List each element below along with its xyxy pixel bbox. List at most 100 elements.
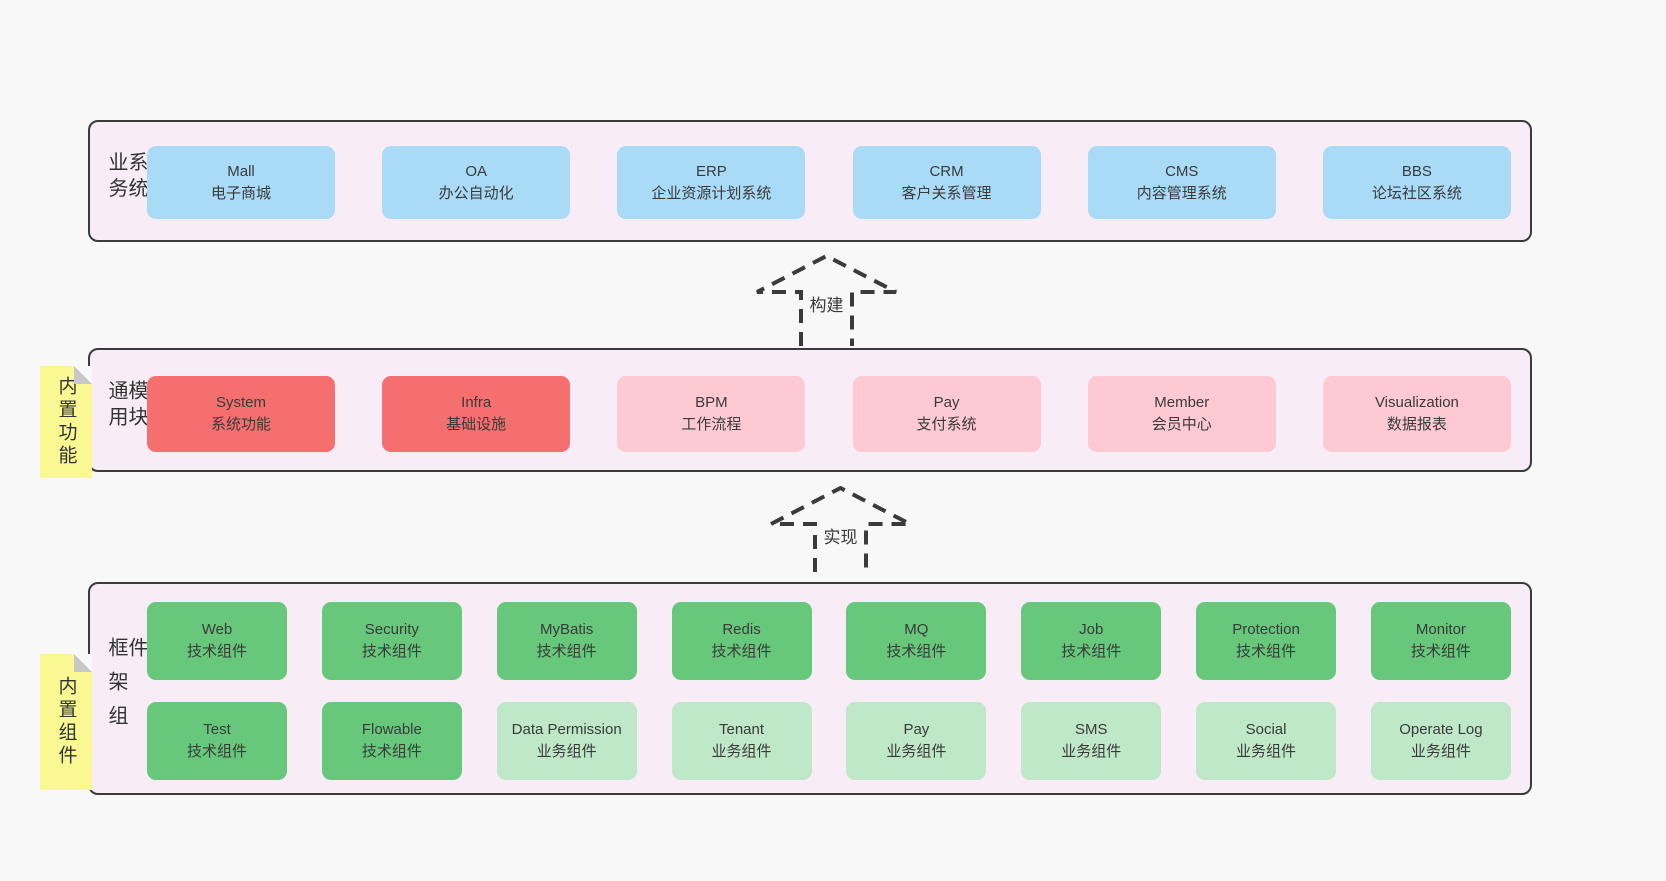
box-desc: 工作流程 <box>681 416 742 433</box>
box-desc: 技术组件 <box>1061 643 1122 660</box>
box-test: Test 技术组件 <box>147 702 287 780</box>
box-name: ERP <box>695 162 727 180</box>
box-bpm: BPM 工作流程 <box>617 376 806 452</box>
box-web: Web 技术组件 <box>147 602 287 680</box>
box-tenant: Tenant 业务组件 <box>671 702 812 780</box>
band-common-modules-label: 通用模块 <box>105 380 147 432</box>
box-name: CRM <box>929 162 964 180</box>
box-mybatis: MyBatis 技术组件 <box>496 602 637 680</box>
box-name: Social <box>1245 721 1287 738</box>
box-name: Job <box>1079 621 1104 638</box>
box-desc: 业务组件 <box>711 743 772 760</box>
box-desc: 业务组件 <box>886 743 947 760</box>
box-mall: Mall 电子商城 <box>147 146 335 219</box>
box-name: BPM <box>695 394 728 411</box>
band-business-systems-label: 业务系统 <box>105 151 147 204</box>
box-name: SMS <box>1074 721 1108 738</box>
band-business-systems: 业务系统 Mall 电子商城 OA 办公自动化 ERP 企业资源计划系统 CRM… <box>88 120 1532 242</box>
box-cms: CMS 内容管理系统 <box>1087 146 1276 219</box>
arrow-implement: 实现 <box>769 486 912 572</box>
box-operate-log: Operate Log 业务组件 <box>1370 702 1511 780</box>
band-common-modules: 通用模块 System 系统功能 Infra 基础设施 BPM 工作流程 Pay… <box>88 348 1532 472</box>
up-arrow-icon <box>756 254 897 346</box>
box-monitor: Monitor 技术组件 <box>1370 602 1511 680</box>
box-desc: 会员中心 <box>1151 416 1212 433</box>
box-name: Infra <box>461 394 492 411</box>
box-pay-component: Pay 业务组件 <box>846 702 987 780</box>
box-name: Operate Log <box>1399 721 1483 738</box>
box-name: Redis <box>722 621 761 638</box>
box-name: Member <box>1154 394 1210 411</box>
box-desc: 支付系统 <box>916 416 977 433</box>
box-desc: 技术组件 <box>361 743 422 760</box>
box-desc: 业务组件 <box>536 743 597 760</box>
note-built-in-components-label: 内置组件 <box>55 676 77 768</box>
arrow-implement-label: 实现 <box>820 522 861 549</box>
box-name: Visualization <box>1374 394 1459 411</box>
folded-corner-icon <box>74 654 92 672</box>
box-pay-system: Pay 支付系统 <box>852 376 1041 452</box>
note-built-in-features-label: 内置功能 <box>55 376 77 468</box>
box-desc: 技术组件 <box>186 743 247 760</box>
box-infra: Infra 基础设施 <box>382 376 571 452</box>
framework-components-row-1: Web 技术组件 Security 技术组件 MyBatis 技术组件 Redi… <box>147 602 1511 680</box>
box-visualization: Visualization 数据报表 <box>1322 376 1511 452</box>
box-desc: 技术组件 <box>361 643 422 660</box>
box-data-permission: Data Permission 业务组件 <box>496 702 637 780</box>
box-social: Social 业务组件 <box>1196 702 1337 780</box>
box-name: OA <box>465 162 488 180</box>
folded-corner-icon <box>74 366 92 384</box>
box-desc: 客户关系管理 <box>901 184 992 202</box>
box-desc: 论坛社区系统 <box>1371 184 1462 202</box>
box-crm: CRM 客户关系管理 <box>852 146 1041 219</box>
box-desc: 技术组件 <box>1410 643 1471 660</box>
box-desc: 系统功能 <box>210 416 271 433</box>
box-name: Monitor <box>1415 621 1466 638</box>
box-desc: 业务组件 <box>1061 743 1122 760</box>
framework-components-row-2: Test 技术组件 Flowable 技术组件 Data Permission … <box>147 702 1511 780</box>
box-name: Protection <box>1232 621 1300 638</box>
box-name: System <box>215 394 266 411</box>
band-framework-components-label: 框架组件 <box>105 636 147 739</box>
box-desc: 技术组件 <box>1236 643 1297 660</box>
box-flowable: Flowable 技术组件 <box>321 702 462 780</box>
box-desc: 业务组件 <box>1410 743 1471 760</box>
box-desc: 技术组件 <box>886 643 947 660</box>
box-bbs: BBS 论坛社区系统 <box>1322 146 1511 219</box>
box-sms: SMS 业务组件 <box>1021 702 1162 780</box>
box-system: System 系统功能 <box>147 376 335 452</box>
box-name: Pay <box>903 721 930 738</box>
up-arrow-icon <box>770 486 911 572</box>
business-systems-row: Mall 电子商城 OA 办公自动化 ERP 企业资源计划系统 CRM 客户关系… <box>147 146 1511 219</box>
box-name: CMS <box>1165 162 1199 180</box>
box-desc: 技术组件 <box>186 643 247 660</box>
box-redis: Redis 技术组件 <box>671 602 812 680</box>
box-name: MQ <box>904 621 929 638</box>
box-desc: 内容管理系统 <box>1136 184 1227 202</box>
box-desc: 技术组件 <box>711 643 772 660</box>
box-name: Pay <box>933 394 960 411</box>
box-security: Security 技术组件 <box>321 602 462 680</box>
box-protection: Protection 技术组件 <box>1196 602 1337 680</box>
box-name: Flowable <box>361 721 422 738</box>
note-built-in-components: 内置组件 <box>40 654 92 790</box>
box-name: Test <box>203 721 231 738</box>
box-member: Member 会员中心 <box>1087 376 1276 452</box>
box-name: Tenant <box>719 721 765 738</box>
box-desc: 办公自动化 <box>438 184 514 202</box>
arrow-build: 构建 <box>755 254 898 346</box>
box-desc: 技术组件 <box>536 643 597 660</box>
common-modules-row: System 系统功能 Infra 基础设施 BPM 工作流程 Pay 支付系统… <box>147 376 1511 452</box>
box-name: Data Permission <box>511 721 622 738</box>
box-erp: ERP 企业资源计划系统 <box>617 146 806 219</box>
band-framework-components: 框架组件 Web 技术组件 Security 技术组件 MyBatis 技术组件… <box>88 582 1532 795</box>
box-desc: 企业资源计划系统 <box>651 184 772 202</box>
box-mq: MQ 技术组件 <box>846 602 987 680</box>
box-desc: 数据报表 <box>1386 416 1447 433</box>
box-name: MyBatis <box>540 621 594 638</box>
box-name: Web <box>201 621 233 638</box>
box-name: Mall <box>227 162 255 180</box>
box-name: BBS <box>1401 162 1432 180</box>
box-desc: 业务组件 <box>1236 743 1297 760</box>
